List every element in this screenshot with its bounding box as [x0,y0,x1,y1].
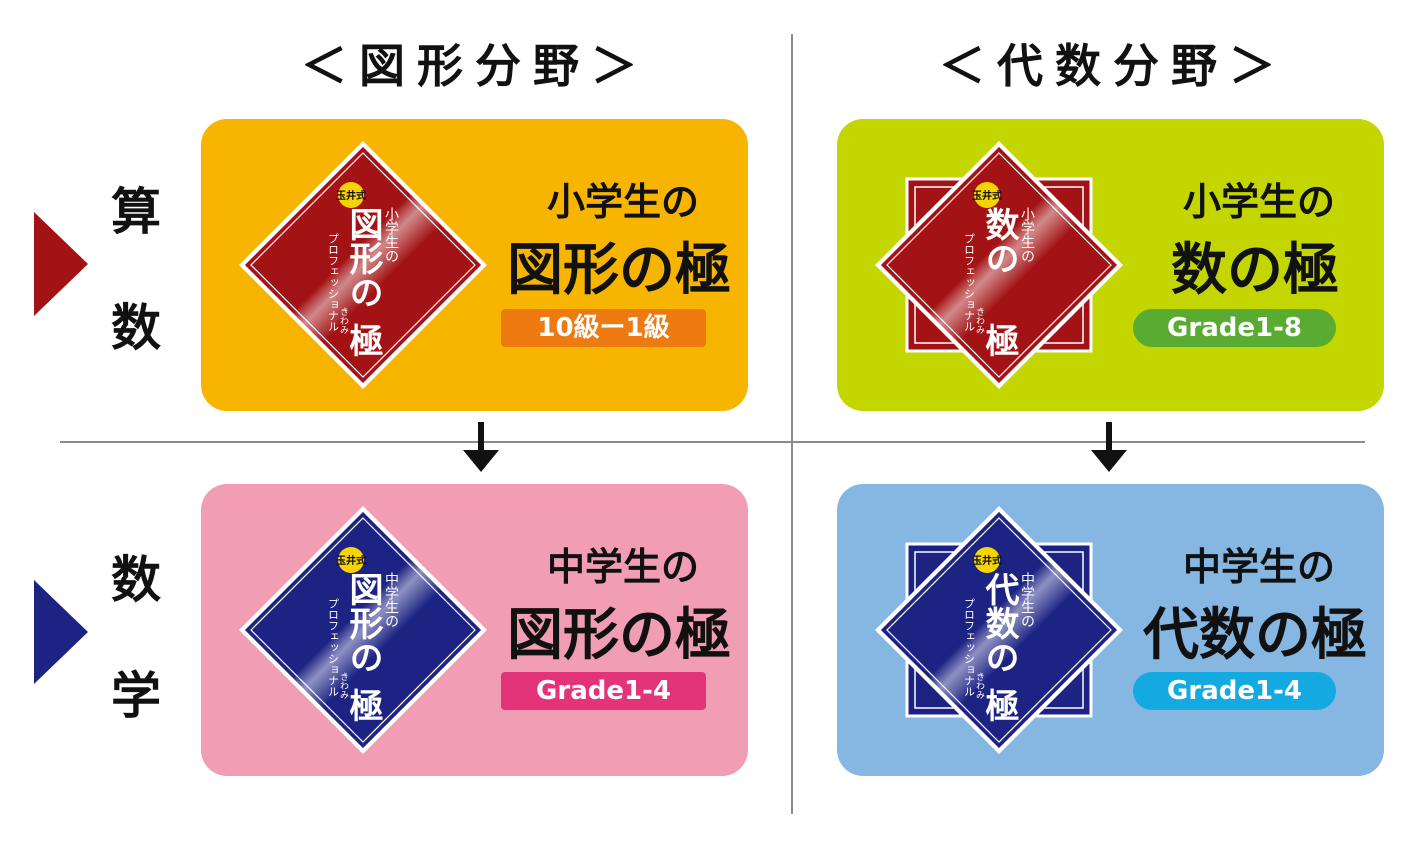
book-title-top: 図形の [343,572,383,674]
book-subtitle: 中学生の [1019,572,1035,628]
elem-algebra-card[interactable]: 玉井式小学生の数の極プロフェッショナルきわみ 小学生の 数の極 Grade1-8 [837,119,1384,411]
svg-text:玉井式: 玉井式 [972,189,1002,202]
seal-icon [338,547,364,573]
arithmetic-row-label-1: 算 [111,182,161,241]
book-title-bottom: 極 [343,688,383,722]
grade-badge: Grade1-4 [1133,672,1336,710]
grade-badge: Grade1-8 [1133,309,1336,347]
down-arrow-icon [463,422,499,472]
book-ruby: きわみ [974,672,985,699]
book-subtitle: 小学生の [1019,207,1035,263]
card-title-line1: 中学生の [546,544,699,589]
card-title-line1: 小学生の [1182,179,1335,224]
math-row-label-1: 数 [111,550,161,609]
horizontal-divider [60,441,1365,443]
svg-text:玉井式: 玉井式 [336,189,366,202]
grade-badge: 10級ー1級 [501,309,706,347]
down-arrow-icon [1091,422,1127,472]
book-title-bottom: 極 [343,323,383,357]
jr-geometry-card[interactable]: 玉井式中学生の図形の極プロフェッショナルきわみ 中学生の 図形の極 Grade1… [201,484,748,776]
arithmetic-row-marker-icon [34,212,88,316]
arithmetic-row-label-2: 数 [111,298,161,357]
seal-icon [338,182,364,208]
card-title-line2: 代数の極 [1143,602,1367,668]
book-ruby: きわみ [974,307,985,334]
card-title-line1: 小学生の [546,179,699,224]
seal-icon [974,182,1000,208]
card-title-line1: 中学生の [1182,544,1335,589]
card-title-line2: 数の極 [1171,237,1339,303]
book-title-top: 代数の [979,572,1020,674]
book-side-caption: プロフェッショナル [327,233,340,332]
seal-icon [974,547,1000,573]
elem-geometry-card[interactable]: 玉井式小学生の図形の極プロフェッショナルきわみ 小学生の 図形の極 10級ー1級 [201,119,748,411]
book-title-bottom: 極 [979,323,1019,357]
book-side-caption: プロフェッショナル [327,598,340,697]
book-subtitle: 中学生の [383,572,399,628]
card-title-line2: 図形の極 [507,602,731,668]
vertical-divider [791,34,793,814]
algebra-column-header: ＜代数分野＞ [939,39,1287,93]
book-title-bottom: 極 [979,688,1019,722]
book-ruby: きわみ [338,307,349,334]
book-subtitle: 小学生の [383,207,399,263]
book-ruby: きわみ [338,672,349,699]
svg-text:玉井式: 玉井式 [972,554,1002,567]
book-side-caption: プロフェッショナル [963,233,976,332]
jr-algebra-card[interactable]: 玉井式中学生の代数の極プロフェッショナルきわみ 中学生の 代数の極 Grade1… [837,484,1384,776]
book-side-caption: プロフェッショナル [963,598,976,697]
grade-badge: Grade1-4 [501,672,706,710]
book-title-top: 数の [979,207,1019,275]
geometry-column-header: ＜図形分野＞ [301,39,649,93]
card-title-line2: 図形の極 [507,237,731,303]
math-row-label-2: 学 [111,666,161,725]
svg-text:玉井式: 玉井式 [336,554,366,567]
math-row-marker-icon [34,580,88,684]
book-title-top: 図形の [343,207,383,309]
